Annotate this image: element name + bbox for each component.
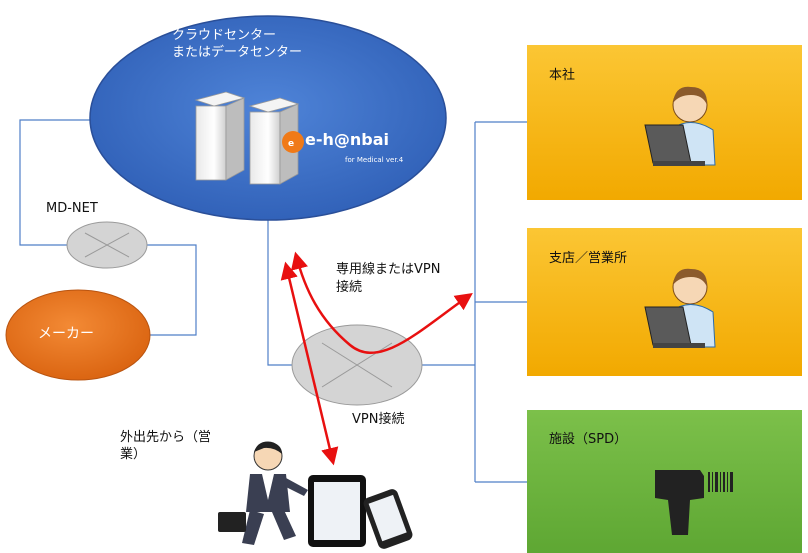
mobile-label-line1: 外出先から（営 (120, 430, 212, 445)
maker-label[interactable]: メーカー (38, 326, 94, 342)
connector-lines (19, 119, 527, 483)
cloud-label-line2: またはデータセンター (172, 45, 303, 60)
ehanbai-logo-icon: e (282, 131, 304, 153)
connection-label-line1: 専用線またはVPN (336, 262, 441, 277)
svg-text:e: e (288, 139, 294, 149)
logo-subtext: for Medical ver.4 (345, 156, 404, 164)
mdnet-to-maker-line (146, 244, 197, 336)
site-box-shiten[interactable] (527, 228, 802, 376)
cloud-label-line1: クラウドセンター (172, 28, 277, 43)
vpn-label: VPN接続 (352, 412, 405, 427)
arrow-mobile-to-cloud (280, 261, 339, 466)
site-label-shiten: 支店／営業所 (549, 251, 628, 266)
office-worker-icon (644, 86, 716, 166)
tablet-icon (308, 475, 366, 547)
site-box-honsha[interactable] (527, 45, 802, 200)
site-label-shisetsu: 施設（SPD） (549, 432, 628, 447)
server-icon (194, 91, 300, 185)
cloud-to-mdnet-line (19, 119, 92, 246)
barcode-scanner-icon (655, 470, 733, 535)
vpn-router-icon (291, 324, 423, 406)
smartphone-icon (363, 489, 413, 549)
site-label-honsha: 本社 (549, 68, 576, 83)
businessman-icon (218, 441, 308, 545)
logo-text: e-h@nbai (305, 130, 390, 149)
cloud-to-vpn-line (267, 210, 292, 366)
mdnet-router-icon (66, 221, 148, 269)
mobile-label-line2: 業） (120, 447, 147, 462)
maker-ellipse (5, 289, 151, 381)
office-worker-icon (644, 268, 716, 348)
connection-label-line2: 接続 (336, 280, 363, 295)
mdnet-label: MD-NET (46, 201, 98, 216)
connection-arrows (280, 251, 473, 466)
